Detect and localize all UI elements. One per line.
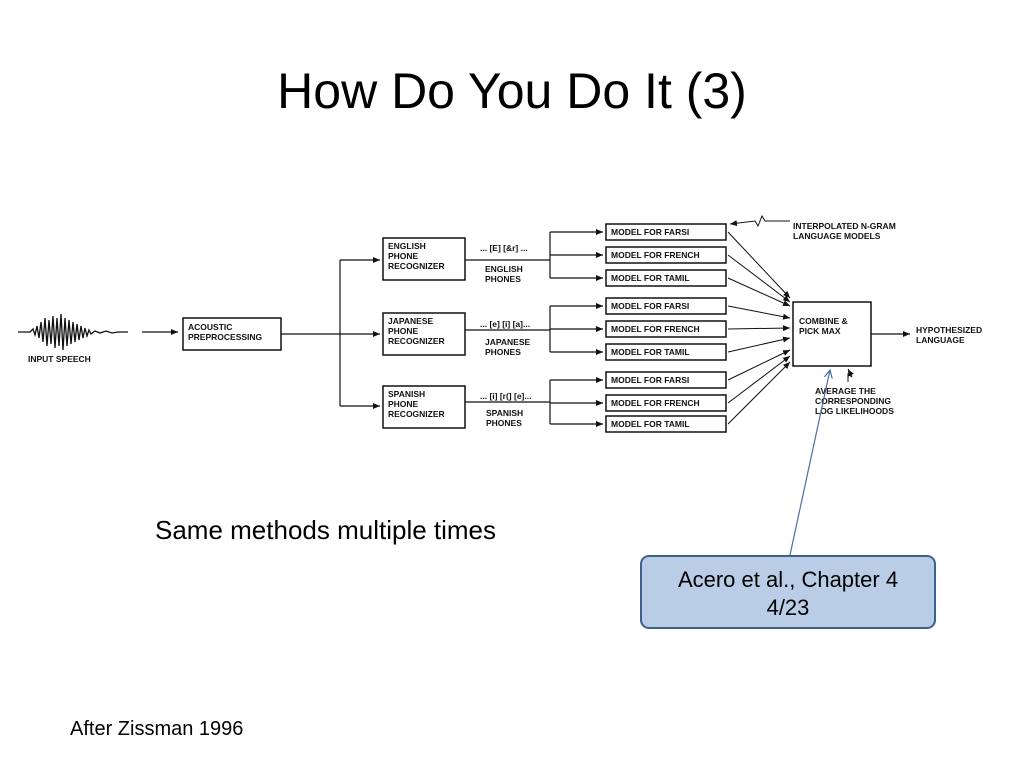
model-box-japanese-farsi: MODEL FOR FARSI [605, 297, 727, 315]
english-recognizer-label-2: PHONE [388, 251, 419, 261]
combine-pick-max-box: COMBINE & PICK MAX [792, 301, 872, 367]
citation-callout: Acero et al., Chapter 4 4/23 [640, 555, 936, 629]
model-box-spanish-farsi: MODEL FOR FARSI [605, 371, 727, 389]
model-label: MODEL FOR FARSI [611, 375, 689, 385]
avg-note-2: CORRESPONDING [815, 396, 891, 406]
model-box-english-tamil: MODEL FOR TAMIL [605, 269, 727, 287]
preprocessing-label-1: ACOUSTIC [188, 322, 232, 332]
spanish-recognizer-label-2: PHONE [388, 399, 419, 409]
avg-note-3: LOG LIKELIHOODS [815, 406, 894, 416]
input-speech-label: INPUT SPEECH [28, 354, 91, 364]
model-box-english-french: MODEL FOR FRENCH [605, 246, 727, 264]
japanese-phones-1: JAPANESE [485, 337, 531, 347]
lm-note-1: INTERPOLATED N-GRAM [793, 221, 896, 231]
model-label: MODEL FOR TAMIL [611, 419, 690, 429]
model-label: MODEL FOR TAMIL [611, 347, 690, 357]
combine-label-2: PICK MAX [799, 326, 841, 336]
english-symbols: ... [E] [&r] ... [480, 243, 528, 253]
citation-line-2: 4/23 [766, 595, 810, 620]
english-recognizer-label-1: ENGLISH [388, 241, 426, 251]
combine-label-1: COMBINE & [799, 316, 848, 326]
english-phones-2: PHONES [485, 274, 521, 284]
slide-subtext: Same methods multiple times [155, 515, 497, 545]
model-label: MODEL FOR FARSI [611, 301, 689, 311]
japanese-phones-2: PHONES [485, 347, 521, 357]
english-recognizer-box: ENGLISH PHONE RECOGNIZER [382, 237, 466, 281]
model-box-spanish-french: MODEL FOR FRENCH [605, 394, 727, 412]
model-box-japanese-tamil: MODEL FOR TAMIL [605, 343, 727, 361]
avg-note-1: AVERAGE THE [815, 386, 876, 396]
japanese-recognizer-label-3: RECOGNIZER [388, 336, 445, 346]
english-phones-1: ENGLISH [485, 264, 523, 274]
spanish-recognizer-box: SPANISH PHONE RECOGNIZER [382, 385, 466, 429]
spanish-phones-2: PHONES [486, 418, 522, 428]
output-label-1: HYPOTHESIZED [916, 325, 982, 335]
acoustic-preprocessing-box: ACOUSTIC PREPROCESSING [182, 317, 282, 351]
spanish-symbols: ... [i] [r(] [e]... [480, 391, 531, 401]
japanese-recognizer-label-2: PHONE [388, 326, 419, 336]
model-label: MODEL FOR FRENCH [611, 324, 700, 334]
citation-line-1: Acero et al., Chapter 4 [677, 567, 899, 592]
model-label: MODEL FOR FRENCH [611, 398, 700, 408]
preprocessing-label-2: PREPROCESSING [188, 332, 263, 342]
japanese-symbols: ... [e] [i] [a]... [480, 319, 530, 329]
lm-note-2: LANGUAGE MODELS [793, 231, 881, 241]
model-label: MODEL FOR TAMIL [611, 273, 690, 283]
slide-footer: After Zissman 1996 [70, 718, 244, 740]
callout-pointer [789, 370, 830, 556]
english-recognizer-label-3: RECOGNIZER [388, 261, 445, 271]
spanish-recognizer-label-3: RECOGNIZER [388, 409, 445, 419]
model-box-japanese-french: MODEL FOR FRENCH [605, 320, 727, 338]
model-label: MODEL FOR FARSI [611, 227, 689, 237]
slide-title: How Do You Do It (3) [277, 63, 747, 119]
spanish-recognizer-label-1: SPANISH [388, 389, 425, 399]
japanese-recognizer-label-1: JAPANESE [388, 316, 434, 326]
model-label: MODEL FOR FRENCH [611, 250, 700, 260]
output-label-2: LANGUAGE [916, 335, 965, 345]
spanish-phones-1: SPANISH [486, 408, 523, 418]
model-box-spanish-tamil: MODEL FOR TAMIL [605, 415, 727, 433]
waveform-icon [18, 313, 128, 351]
model-box-english-farsi: MODEL FOR FARSI [605, 223, 727, 241]
japanese-recognizer-box: JAPANESE PHONE RECOGNIZER [382, 312, 466, 356]
